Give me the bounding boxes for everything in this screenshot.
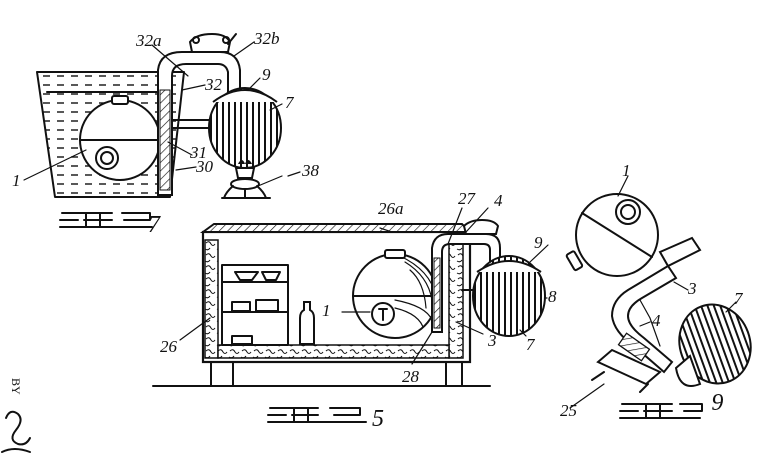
cabinet-lid xyxy=(199,223,473,233)
figure-6: 6 1 3 7 4 25 xyxy=(560,161,752,420)
svg-text:4: 4 xyxy=(652,311,661,330)
insulation-bottom xyxy=(217,344,450,359)
heating-sphere xyxy=(473,256,545,336)
svg-text:32b: 32b xyxy=(253,29,280,48)
svg-text:25: 25 xyxy=(560,401,577,420)
svg-text:8: 8 xyxy=(548,287,557,306)
tube-cap xyxy=(462,218,500,235)
svg-text:38: 38 xyxy=(301,161,320,180)
svg-text:9: 9 xyxy=(534,233,543,252)
svg-text:28: 28 xyxy=(402,367,420,386)
svg-text:5: 5 xyxy=(372,406,384,432)
svg-text:3: 3 xyxy=(487,331,497,350)
svg-text:9: 9 xyxy=(262,65,271,84)
tube-end xyxy=(658,236,702,268)
svg-text:3: 3 xyxy=(687,279,697,298)
support-base xyxy=(596,348,662,386)
svg-text:1: 1 xyxy=(622,161,631,180)
bottle xyxy=(299,301,315,345)
svg-text:30: 30 xyxy=(195,157,214,176)
burner-head xyxy=(234,167,256,179)
svg-text:7: 7 xyxy=(148,212,161,238)
sphere-top xyxy=(476,260,542,273)
fig-6-label: 6 xyxy=(619,388,724,419)
figure-7: 7 32a 32b 32 9 7 1 31 30 38 xyxy=(12,29,320,238)
svg-text:31: 31 xyxy=(189,143,207,162)
fig-5-label: 5 xyxy=(267,406,384,432)
svg-text:32a: 32a xyxy=(135,31,162,50)
transfer-tube xyxy=(610,264,678,374)
signature-mark xyxy=(1,410,31,453)
svg-text:1: 1 xyxy=(322,301,331,320)
svg-text:4: 4 xyxy=(494,191,503,210)
fig-7-label: 7 xyxy=(59,212,161,238)
figure-5: 5 26a 27 4 9 8 1 26 3 7 28 xyxy=(152,189,557,432)
svg-text:6: 6 xyxy=(712,388,724,414)
svg-text:27: 27 xyxy=(458,189,477,208)
svg-text:26: 26 xyxy=(160,337,178,356)
insulation-right xyxy=(448,239,464,359)
svg-text:7: 7 xyxy=(734,289,744,308)
water-tank xyxy=(36,71,185,198)
sphere-top xyxy=(212,89,278,103)
heating-sphere xyxy=(679,304,751,384)
insulation-left xyxy=(204,239,219,359)
svg-text:32: 32 xyxy=(204,75,223,94)
margin-by: BY xyxy=(9,378,23,395)
svg-text:7: 7 xyxy=(285,93,295,112)
shelf-unit xyxy=(221,264,289,346)
svg-text:1: 1 xyxy=(12,171,21,190)
svg-text:7: 7 xyxy=(526,335,536,354)
heating-sphere xyxy=(209,88,281,168)
svg-text:26a: 26a xyxy=(378,199,404,218)
